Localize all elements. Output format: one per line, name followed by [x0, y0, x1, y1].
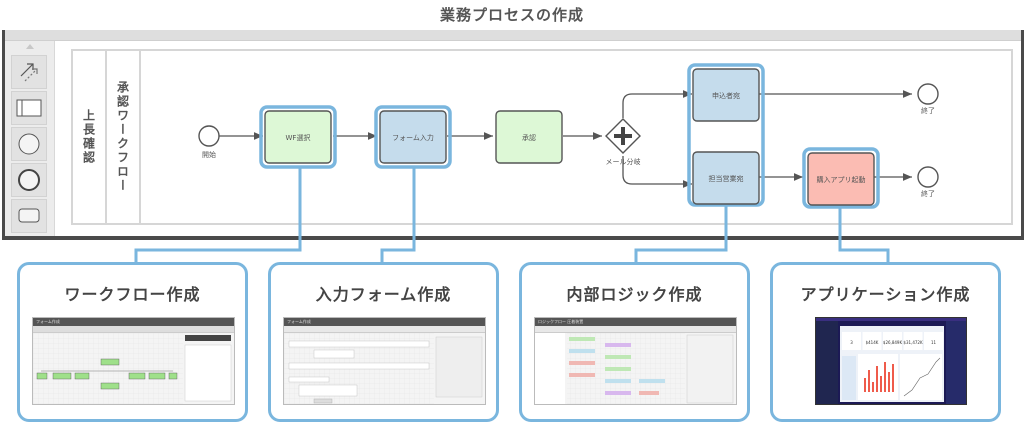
pool-header[interactable]: 上長確認 [73, 51, 107, 223]
lane-name: 承認ワークフロー [115, 81, 130, 193]
thumb-header: ロジックフロー 圧着装置 [535, 318, 736, 326]
shape-palette [5, 41, 55, 236]
flow-gateway-to-sales [622, 156, 692, 188]
dashboard-thumbnail: 3 $414K $26,849K$31,472K 11 [815, 317, 967, 405]
kpi-tile [883, 332, 902, 350]
card-title: アプリケーション作成 [800, 285, 971, 304]
highlight-mail-tasks [687, 63, 765, 207]
kpi-value: $26,849K [883, 340, 903, 345]
card-workflow[interactable]: ワークフロー作成 フォーム作成 [17, 262, 248, 422]
kpi-tile [842, 332, 861, 350]
task-label: 申込者宛 [712, 91, 740, 100]
palette-scroll-up-icon[interactable] [26, 44, 34, 49]
palette-item-task[interactable] [11, 199, 47, 233]
parallel-gateway[interactable] [605, 118, 641, 154]
kpi-value: 3 [850, 340, 853, 345]
start-event-circle-icon [18, 133, 40, 155]
task-wf[interactable]: WF選択 [264, 110, 332, 164]
card-title: ワークフロー作成 [64, 285, 201, 304]
card-logic[interactable]: 内部ロジック作成 ロジックフロー 圧着装置 [519, 262, 750, 422]
connector-form-to-form-card [380, 168, 416, 263]
end-event-label-2: 終了 [921, 189, 935, 198]
palette-item-end-event[interactable] [11, 163, 47, 197]
flow-gateway-to-applicant [622, 90, 692, 118]
palette-item-pool[interactable] [11, 91, 47, 125]
task-form[interactable]: フォーム入力 [379, 110, 447, 164]
end-event-circle-icon [18, 169, 40, 191]
kpi-tile [862, 332, 882, 350]
start-event-label: 開始 [202, 150, 216, 159]
thumb-dashboard: 3 $414K $26,849K$31,472K 11 [816, 318, 966, 404]
kpi-tile [924, 332, 943, 350]
thumb-header: フォーム作成 [284, 318, 485, 326]
workflow-editor-thumbnail: フォーム作成 [32, 317, 235, 405]
end-event-label-1: 終了 [921, 106, 935, 115]
end-event-1[interactable] [917, 83, 939, 105]
highlight-form [374, 105, 452, 169]
lane-header[interactable]: 承認ワークフロー [107, 51, 141, 223]
gateway-label: メール分岐 [606, 157, 641, 166]
palette-item-start-event[interactable] [11, 127, 47, 161]
task-label: 担当営業宛 [709, 174, 744, 183]
task-app[interactable]: 購入アプリ起動 [807, 152, 875, 206]
highlight-app [802, 147, 880, 209]
form-editor-thumbnail: フォーム作成 [283, 317, 486, 405]
start-event[interactable] [198, 125, 220, 147]
task-label: 承認 [522, 133, 536, 142]
card-title: 内部ロジック作成 [566, 285, 703, 304]
thumb-form-layout [284, 333, 483, 404]
kpi-tile [903, 332, 923, 350]
task-label: フォーム入力 [392, 133, 434, 142]
kpi-value: 11 [931, 340, 937, 345]
highlight-wf [259, 105, 337, 169]
card-application[interactable]: アプリケーション作成 3 $414K $26,849K$31,472K 11 [770, 262, 1001, 422]
pool-name: 上長確認 [81, 109, 96, 165]
task-applicant[interactable]: 申込者宛 [692, 68, 760, 122]
kpi-value: $31,472K [903, 340, 923, 345]
kpi-value: $414K [866, 340, 879, 345]
palette-item-connector[interactable] [11, 55, 47, 89]
task-approve[interactable]: 承認 [495, 110, 563, 164]
connector-arrows-icon [20, 63, 38, 82]
thumb-header: フォーム作成 [33, 318, 234, 326]
end-event-2[interactable] [917, 166, 939, 188]
connector-wf-to-workflow-card [134, 168, 302, 263]
editor-toolbar [5, 30, 1021, 41]
connector-mail-to-logic-card [634, 206, 728, 263]
task-rectangle-icon [18, 208, 40, 223]
page-title: 業務プロセスの作成 [439, 6, 584, 24]
card-title: 入力フォーム作成 [315, 285, 452, 304]
thumb-workflow-graph [33, 333, 232, 404]
thumb-breadcrumb [535, 326, 736, 333]
card-form[interactable]: 入力フォーム作成 フォーム作成 [268, 262, 499, 422]
task-label: WF選択 [286, 133, 311, 142]
task-label: 購入アプリ起動 [817, 175, 866, 184]
thumb-logic-graph [535, 333, 734, 404]
pool-lane-icon [16, 99, 42, 117]
logic-editor-thumbnail: ロジックフロー 圧着装置 [534, 317, 737, 405]
task-sales[interactable]: 担当営業宛 [692, 151, 760, 205]
connector-app-to-application-card [838, 208, 890, 263]
thumb-toolbar [33, 326, 234, 333]
thumb-breadcrumb [284, 326, 485, 333]
